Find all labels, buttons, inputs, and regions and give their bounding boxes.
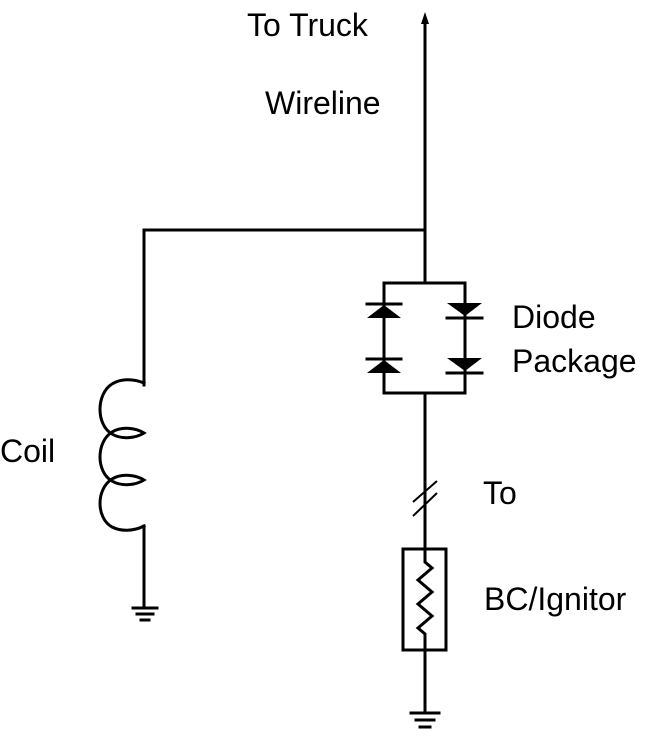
diode-icon <box>445 358 484 375</box>
diode-label: Diode <box>512 299 596 335</box>
line-break-icon <box>412 480 438 517</box>
diode-package <box>365 281 484 395</box>
arrow-up-icon <box>421 12 429 24</box>
diode-icon <box>445 303 484 320</box>
bc-ignitor-label: BC/Ignitor <box>484 581 627 617</box>
to-truck-label: To Truck <box>247 7 369 43</box>
package-label: Package <box>512 343 637 379</box>
ground-icon <box>131 606 159 622</box>
diode-icon <box>365 357 403 373</box>
coil-label: Coil <box>0 433 55 469</box>
wireline-label: Wireline <box>265 85 381 121</box>
diode-icon <box>365 302 403 318</box>
coil-inductor-icon <box>98 378 147 610</box>
to-label: To <box>483 475 517 511</box>
coil-branch-wire <box>142 228 427 387</box>
ignitor-resistor-icon <box>401 547 448 652</box>
ground-icon <box>409 711 441 729</box>
